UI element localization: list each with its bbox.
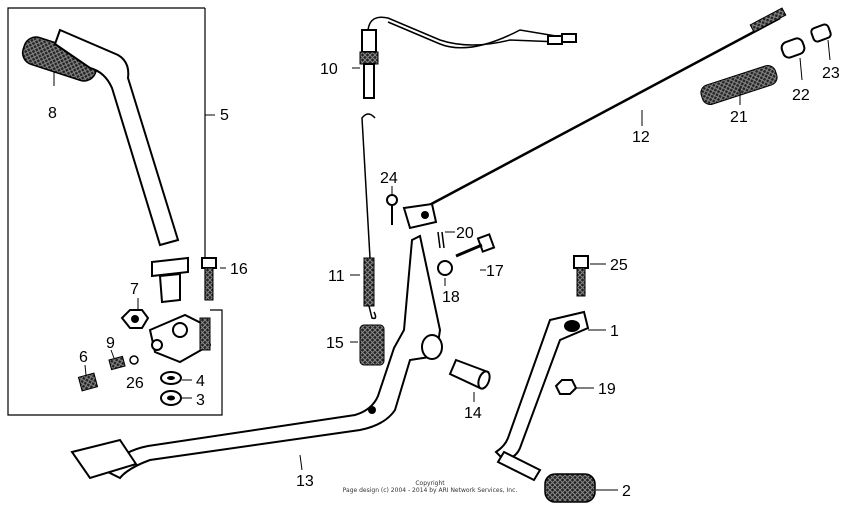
leader-lines xyxy=(53,39,831,491)
callout-9: 9 xyxy=(106,335,115,352)
callout-26: 26 xyxy=(126,375,144,392)
callout-labels: 8 5 7 16 9 6 26 4 3 10 11 15 24 20 17 18… xyxy=(48,61,840,500)
kick-starter-group-box xyxy=(7,7,223,416)
copyright-line-1: Copyright xyxy=(415,480,445,487)
callout-23: 23 xyxy=(822,65,840,82)
callout-15: 15 xyxy=(326,335,344,352)
callout-21: 21 xyxy=(730,109,748,126)
callout-12: 12 xyxy=(632,129,650,146)
ball-part-26[interactable] xyxy=(129,355,139,365)
callout-16: 16 xyxy=(230,261,248,278)
gear-change-pedal-part-1[interactable] xyxy=(494,310,590,482)
switch-spring-wire xyxy=(361,113,376,259)
shift-rubber-part-2[interactable] xyxy=(544,473,596,503)
callout-7: 7 xyxy=(130,281,139,298)
kick-starter-arm[interactable] xyxy=(53,28,189,304)
return-spring-part-15[interactable] xyxy=(359,324,385,366)
brake-rod-joint[interactable] xyxy=(402,202,438,230)
joint-part-22[interactable] xyxy=(780,37,806,60)
nut-part-7[interactable] xyxy=(120,309,150,329)
bolt-part-16[interactable] xyxy=(201,257,217,301)
callout-19: 19 xyxy=(598,381,616,398)
callout-17: 17 xyxy=(486,263,504,280)
copyright-line-2: Page design (c) 2004 - 2014 by ARI Netwo… xyxy=(342,487,518,494)
callout-13: 13 xyxy=(296,473,314,490)
spring-part-21[interactable] xyxy=(699,63,779,106)
nut-part-18[interactable] xyxy=(437,260,453,276)
callout-1: 1 xyxy=(610,323,619,340)
callout-10: 10 xyxy=(320,61,338,78)
cotter-pin-part-20[interactable] xyxy=(437,231,445,249)
callout-5: 5 xyxy=(220,107,229,124)
callout-6: 6 xyxy=(79,349,88,366)
spring-part-11[interactable] xyxy=(363,257,375,307)
brake-pedal-part-13[interactable] xyxy=(70,234,443,480)
copyright-notice: Copyright Page design (c) 2004 - 2014 by… xyxy=(300,480,560,494)
bolt-part-6[interactable] xyxy=(77,372,99,392)
callout-2: 2 xyxy=(622,483,631,500)
callout-3: 3 xyxy=(196,392,205,409)
callout-4: 4 xyxy=(196,373,205,390)
nut-part-23[interactable] xyxy=(810,23,832,43)
pin-part-24[interactable] xyxy=(386,194,398,225)
callout-11: 11 xyxy=(328,268,345,285)
bolt-part-17[interactable] xyxy=(455,233,496,258)
kick-spindle-boss[interactable] xyxy=(148,313,212,364)
callout-25: 25 xyxy=(610,257,628,274)
bolt-part-25[interactable] xyxy=(573,255,589,297)
brake-rod-part-12[interactable] xyxy=(419,16,781,212)
stop-switch-part-10[interactable] xyxy=(359,16,577,99)
callout-18: 18 xyxy=(442,289,460,306)
callout-24: 24 xyxy=(380,170,398,187)
nut-part-19[interactable] xyxy=(554,379,578,395)
callout-14: 14 xyxy=(464,405,482,422)
screw-part-9[interactable] xyxy=(108,355,126,371)
callout-22: 22 xyxy=(792,87,810,104)
pivot-pipe-part-14[interactable] xyxy=(448,358,492,390)
callout-8: 8 xyxy=(48,105,57,122)
callout-20: 20 xyxy=(456,225,474,242)
